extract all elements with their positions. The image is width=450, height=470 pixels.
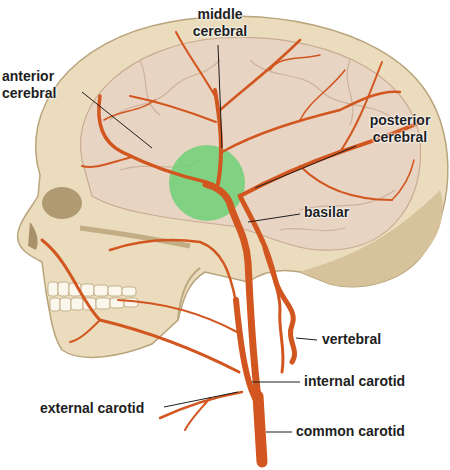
brain bbox=[80, 37, 420, 250]
part-label: middle cerebral bbox=[178, 6, 262, 40]
part-label: internal carotid bbox=[304, 373, 405, 390]
eye-orbit bbox=[42, 187, 82, 219]
skull bbox=[18, 16, 448, 357]
arteries bbox=[42, 32, 420, 462]
brain-gyri bbox=[110, 60, 395, 231]
teeth bbox=[48, 282, 138, 311]
part-label: anterior cerebral bbox=[2, 68, 84, 102]
part-label: posterior cerebral bbox=[354, 112, 446, 146]
nasal-cavity bbox=[28, 222, 38, 250]
part-label: basilar bbox=[304, 204, 349, 221]
part-label: vertebral bbox=[322, 331, 381, 348]
part-label: common carotid bbox=[296, 423, 405, 440]
part-label: external carotid bbox=[40, 400, 144, 417]
